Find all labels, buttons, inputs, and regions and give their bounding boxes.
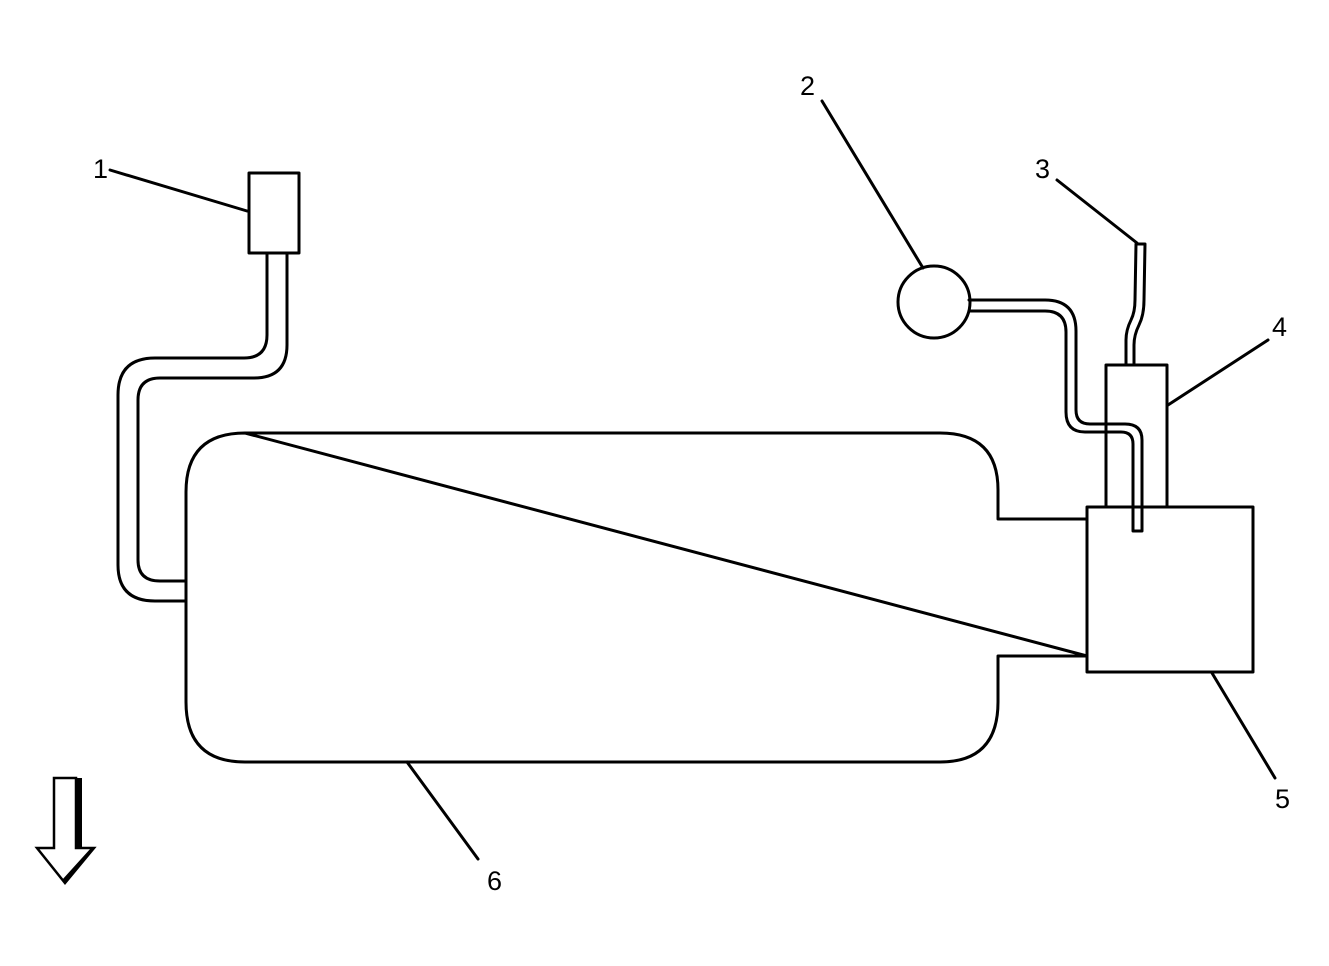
component-2-circle: [896, 264, 972, 340]
component-2-hose: [967, 298, 1144, 533]
component-4-upper-box: [1104, 363, 1169, 509]
component-3-wire: [1124, 242, 1147, 367]
component-1-hose: [116, 251, 269, 603]
callout-1: 1: [93, 154, 108, 184]
down-arrow-shadow: [62, 778, 94, 883]
callout-6: 6: [487, 866, 502, 896]
component-1-box: [247, 171, 301, 255]
leader-line-6: [405, 760, 480, 861]
component-5-lower-box: [1085, 505, 1255, 674]
callout-4: 4: [1272, 312, 1287, 342]
down-arrow-icon: [34, 776, 97, 885]
component-1-hose-inner: [136, 251, 289, 583]
leader-line-2: [820, 99, 925, 270]
callout-2: 2: [800, 71, 815, 101]
leader-line-4: [1166, 338, 1270, 407]
leader-line-1: [108, 168, 249, 213]
callout-3: 3: [1035, 154, 1050, 184]
callout-5: 5: [1275, 784, 1290, 814]
component-6-main-body: [184, 431, 1089, 764]
leader-line-5: [1210, 671, 1277, 780]
leader-line-3: [1055, 178, 1139, 245]
